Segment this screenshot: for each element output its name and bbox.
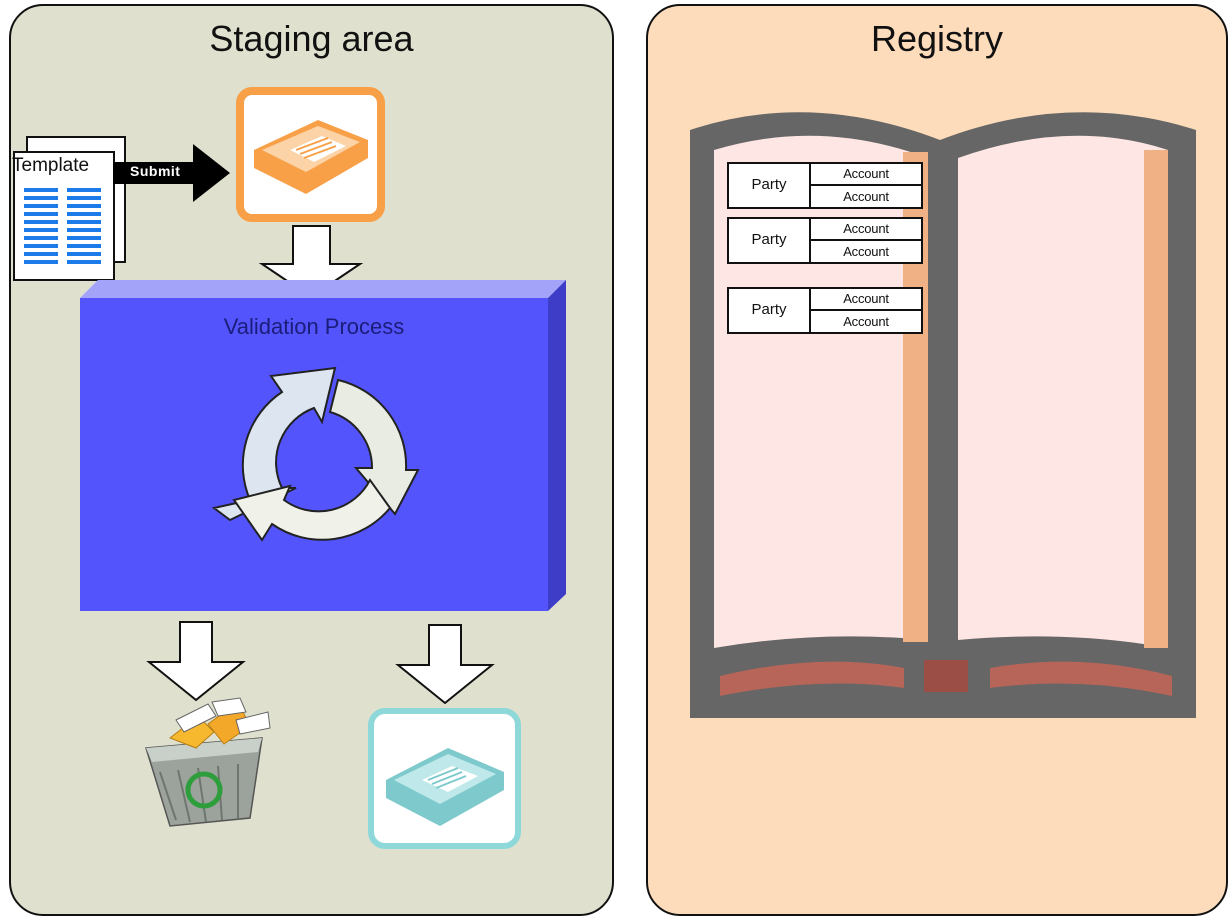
registry-entries — [727, 162, 923, 334]
template-document-icon — [13, 136, 126, 281]
outbox-tray-icon — [368, 708, 521, 849]
account-label: Account — [843, 314, 889, 329]
party-label: Party — [751, 301, 787, 318]
recycle-bin-icon — [145, 697, 271, 827]
validation-process-box — [80, 280, 566, 611]
party-label: Party — [751, 231, 787, 248]
account-label: Account — [843, 244, 889, 259]
account-label: Account — [843, 166, 889, 181]
validation-process-title: Validation Process — [223, 314, 405, 339]
registry-title: Registry — [870, 18, 1004, 59]
account-label: Account — [843, 221, 889, 236]
template-label: Template — [12, 155, 90, 176]
party-label: Party — [751, 176, 787, 193]
submit-arrow-icon — [113, 144, 230, 202]
account-label: Account — [843, 291, 889, 306]
cycle-arrows-icon — [211, 366, 420, 542]
reject-arrow-icon — [146, 621, 246, 702]
account-label: Account — [843, 189, 889, 204]
staging-area-title: Staging area — [209, 18, 414, 59]
inbox-tray-icon — [236, 87, 385, 222]
accept-arrow-icon — [395, 624, 495, 705]
submit-label: Submit — [130, 163, 181, 179]
